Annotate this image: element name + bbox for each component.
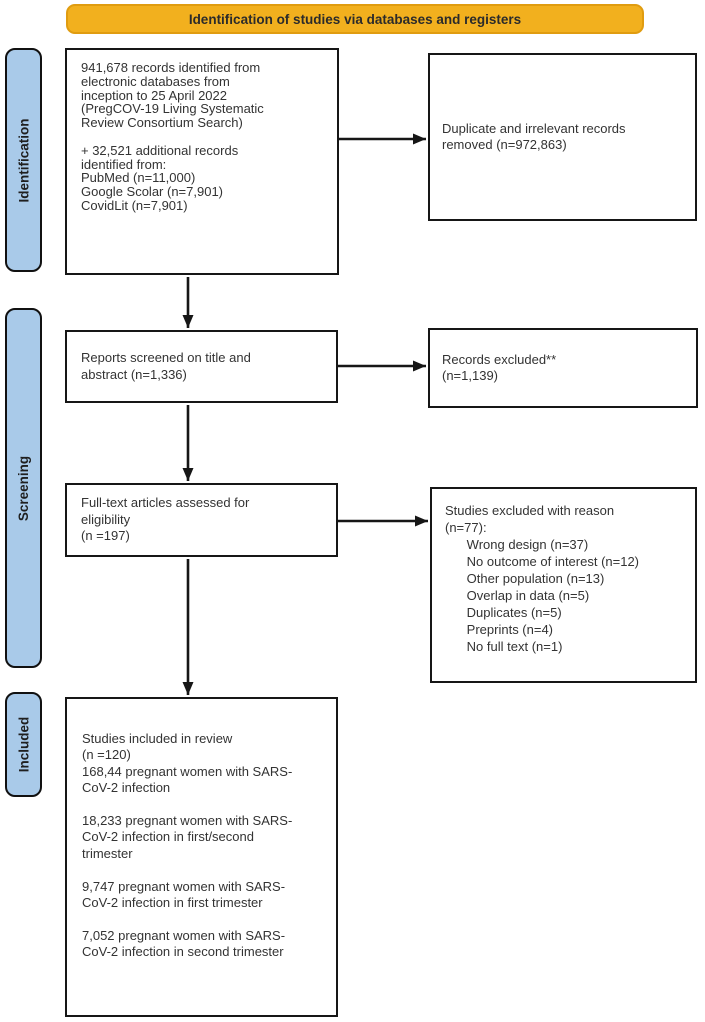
fulltext-assessed-box: Full-text articles assessed for eligibil… xyxy=(65,483,338,557)
stage-label-identification-text: Identification xyxy=(16,118,31,202)
studies-excluded-text: Studies excluded with reason (n=77): Wro… xyxy=(445,503,640,654)
studies-included-text: Studies included in review (n =120) 168,… xyxy=(82,731,293,960)
stage-label-included-text: Included xyxy=(16,716,32,773)
records-excluded-box: Records excluded** (n=1,139) xyxy=(428,328,698,408)
duplicates-removed-text: Duplicate and irrelevant records removed… xyxy=(442,120,626,152)
studies-excluded-box: Studies excluded with reason (n=77): Wro… xyxy=(430,487,697,683)
reports-screened-text: Reports screened on title and abstract (… xyxy=(81,350,251,382)
banner: Identification of studies via databases … xyxy=(66,4,644,34)
stage-label-screening-text: Screening xyxy=(16,455,31,521)
stage-label-included: Included xyxy=(5,692,42,797)
banner-title: Identification of studies via databases … xyxy=(188,11,522,27)
records-excluded-text: Records excluded** (n=1,139) xyxy=(442,351,557,383)
reports-screened-box: Reports screened on title and abstract (… xyxy=(65,330,338,403)
records-identified-text: 941,678 records identified from electron… xyxy=(81,60,264,213)
studies-included-box: Studies included in review (n =120) 168,… xyxy=(65,697,338,1017)
stage-label-screening: Screening xyxy=(5,308,42,668)
duplicates-removed-box: Duplicate and irrelevant records removed… xyxy=(428,53,697,221)
stage-label-identification: Identification xyxy=(5,48,42,272)
fulltext-assessed-text: Full-text articles assessed for eligibil… xyxy=(81,495,250,544)
records-identified-box: 941,678 records identified from electron… xyxy=(65,48,339,275)
